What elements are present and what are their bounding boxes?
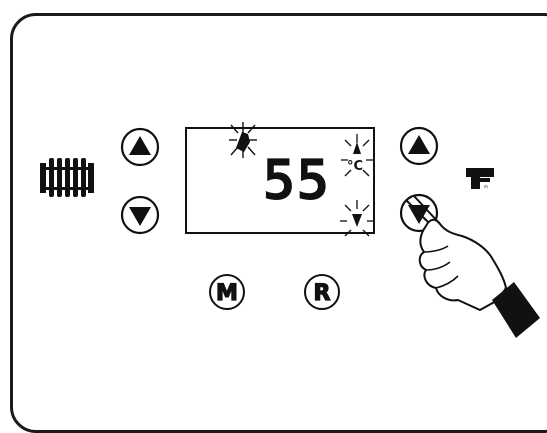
triangle-up-icon (129, 136, 151, 155)
dhw-up-button[interactable] (399, 126, 439, 166)
triangle-down-icon (129, 207, 151, 226)
display-down-flash (340, 200, 374, 237)
svg-text:m: m (484, 184, 488, 189)
tap-icon: m (466, 168, 494, 189)
display-up-indicator-icon (353, 142, 361, 154)
radiator-icon (40, 158, 94, 197)
control-panel-scene: 55 °C m M R (40, 122, 540, 338)
display-down-indicator-icon (352, 214, 362, 227)
menu-button[interactable]: M (209, 274, 245, 310)
lcd-display (185, 127, 375, 234)
triangle-up-icon (408, 135, 430, 154)
menu-button-label: M (216, 281, 238, 306)
unit-flash-rays (341, 134, 373, 177)
reset-button-label: R (314, 281, 331, 306)
pointing-hand-icon (405, 195, 540, 338)
temperature-value: 55 (262, 148, 329, 213)
heating-up-button[interactable] (120, 127, 160, 167)
reset-button[interactable]: R (304, 274, 340, 310)
triangle-down-icon (408, 205, 430, 224)
heating-indicator-icon (229, 122, 257, 158)
heating-down-button[interactable] (120, 195, 160, 235)
temperature-unit: °C (347, 159, 363, 174)
